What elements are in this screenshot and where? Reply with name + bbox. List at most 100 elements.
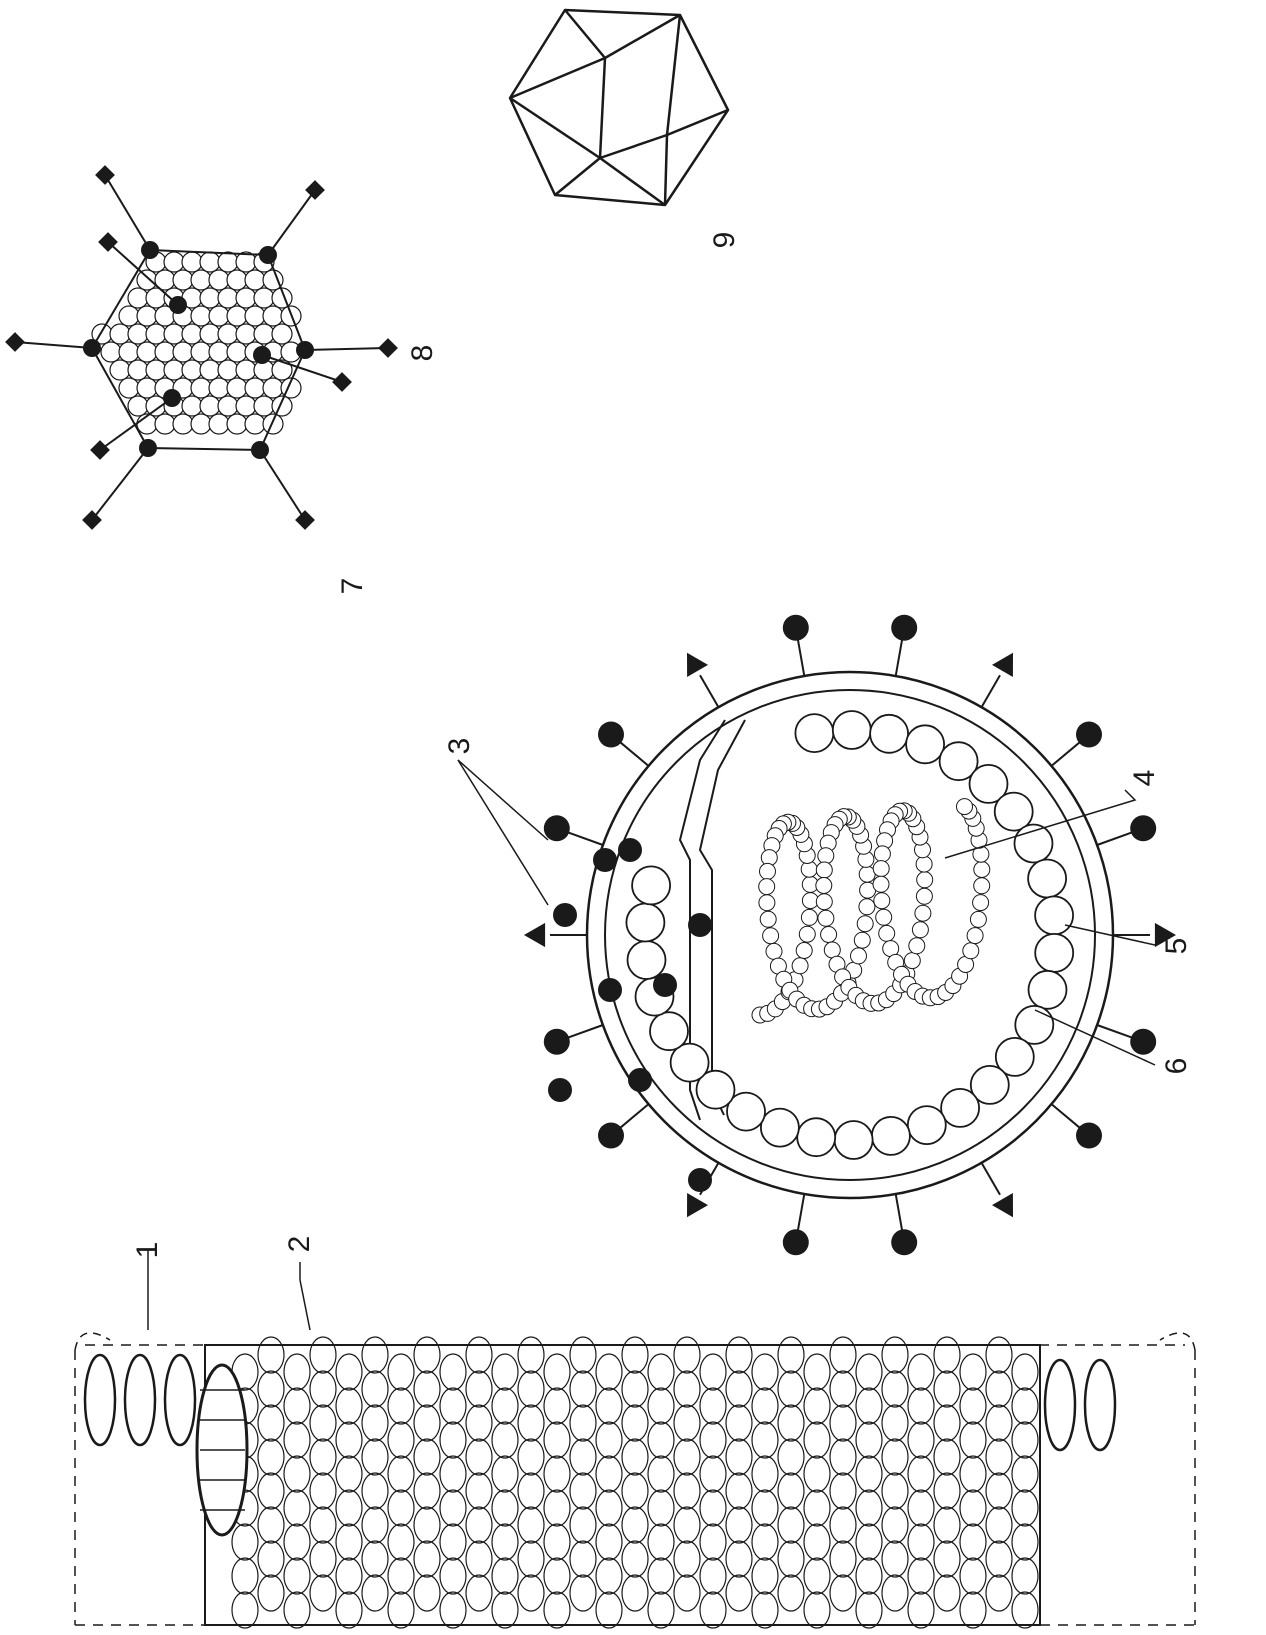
capsomer	[726, 1439, 752, 1475]
capsomer	[856, 1592, 882, 1628]
capsomer	[882, 1439, 908, 1475]
capsomer	[856, 1490, 882, 1526]
nucleoprotein	[818, 848, 834, 864]
hemagglutinin-spike	[1130, 1029, 1156, 1055]
nucleoprotein	[821, 927, 837, 943]
capsomer	[544, 1490, 570, 1526]
capsomer	[804, 1490, 830, 1526]
capsomer	[804, 1388, 830, 1424]
capsomer	[284, 1490, 310, 1526]
capsomer	[960, 1456, 986, 1492]
capsomer	[570, 1507, 596, 1543]
fiber-knob	[90, 440, 110, 460]
fiber	[305, 348, 388, 350]
capsomer	[1012, 1456, 1038, 1492]
nucleoprotein	[851, 948, 867, 964]
capsomer	[960, 1558, 986, 1594]
hexon	[209, 378, 229, 398]
nucleoprotein	[974, 878, 990, 894]
hexon	[101, 342, 121, 362]
capsomer	[492, 1354, 518, 1390]
capsomer	[518, 1371, 544, 1407]
capsomer	[362, 1439, 388, 1475]
capsomer	[804, 1422, 830, 1458]
hexon	[191, 414, 211, 434]
penton-base	[163, 389, 181, 407]
capsomer	[232, 1592, 258, 1628]
capsomer	[310, 1541, 336, 1577]
capsomer	[284, 1558, 310, 1594]
capsomer	[596, 1592, 622, 1628]
capsomer	[466, 1507, 492, 1543]
capsomer	[440, 1558, 466, 1594]
hexon	[218, 288, 238, 308]
capsomer	[778, 1405, 804, 1441]
adenovirus-capsomers	[92, 252, 301, 434]
capsomer	[908, 1456, 934, 1492]
nucleoprotein	[763, 928, 779, 944]
capsomer	[960, 1388, 986, 1424]
capsomer	[830, 1371, 856, 1407]
capsomer	[544, 1456, 570, 1492]
nucleoprotein	[760, 911, 776, 927]
capsomer	[258, 1439, 284, 1475]
capsomer	[284, 1524, 310, 1560]
capsomer	[258, 1575, 284, 1611]
hexon	[173, 414, 193, 434]
nucleoprotein	[909, 938, 925, 954]
capsomer	[674, 1337, 700, 1373]
nucleoprotein	[760, 863, 776, 879]
capsomer	[830, 1337, 856, 1373]
capsomer	[310, 1439, 336, 1475]
capsomer	[830, 1405, 856, 1441]
nucleoprotein	[759, 895, 775, 911]
capsomer	[336, 1524, 362, 1560]
neuraminidase-spike	[687, 1193, 708, 1217]
capsomer	[726, 1337, 752, 1373]
nucleoprotein	[957, 799, 973, 815]
capsomer	[570, 1337, 596, 1373]
capsomer	[778, 1473, 804, 1509]
capsomer	[258, 1405, 284, 1441]
capsomer	[466, 1575, 492, 1611]
capsomer	[336, 1490, 362, 1526]
rna-loop	[85, 1355, 115, 1445]
hexon	[200, 288, 220, 308]
capsomer	[778, 1507, 804, 1543]
label-2: 2	[282, 1224, 318, 1264]
helical-capsomers	[232, 1337, 1038, 1628]
nucleoprotein	[912, 922, 928, 938]
capsomer	[622, 1507, 648, 1543]
capsomer	[700, 1422, 726, 1458]
capsomer	[518, 1473, 544, 1509]
capsomer	[414, 1337, 440, 1373]
hexon	[200, 360, 220, 380]
capsomer	[856, 1354, 882, 1390]
capsomer	[882, 1405, 908, 1441]
capsomer	[492, 1524, 518, 1560]
capsomer	[960, 1524, 986, 1560]
hexon	[173, 270, 193, 290]
nucleoprotein	[796, 943, 812, 959]
capsomer	[804, 1558, 830, 1594]
matrix-protein	[628, 941, 666, 979]
capsomer	[856, 1558, 882, 1594]
capsomer	[726, 1575, 752, 1611]
hexon	[119, 342, 139, 362]
hexon	[164, 252, 184, 272]
capsomer	[492, 1422, 518, 1458]
neuraminidase-spike	[524, 923, 545, 947]
capsomer	[596, 1388, 622, 1424]
spike-stalk	[1052, 1104, 1080, 1128]
hemagglutinin-spike	[891, 615, 917, 641]
capsomer	[882, 1371, 908, 1407]
capsomer	[856, 1456, 882, 1492]
capsomer	[986, 1337, 1012, 1373]
capsomer	[752, 1354, 778, 1390]
hexon	[146, 396, 166, 416]
hexon	[137, 342, 157, 362]
hexon	[227, 270, 247, 290]
fiber-knob	[378, 338, 398, 358]
capsomer	[414, 1575, 440, 1611]
capsomer	[466, 1473, 492, 1509]
